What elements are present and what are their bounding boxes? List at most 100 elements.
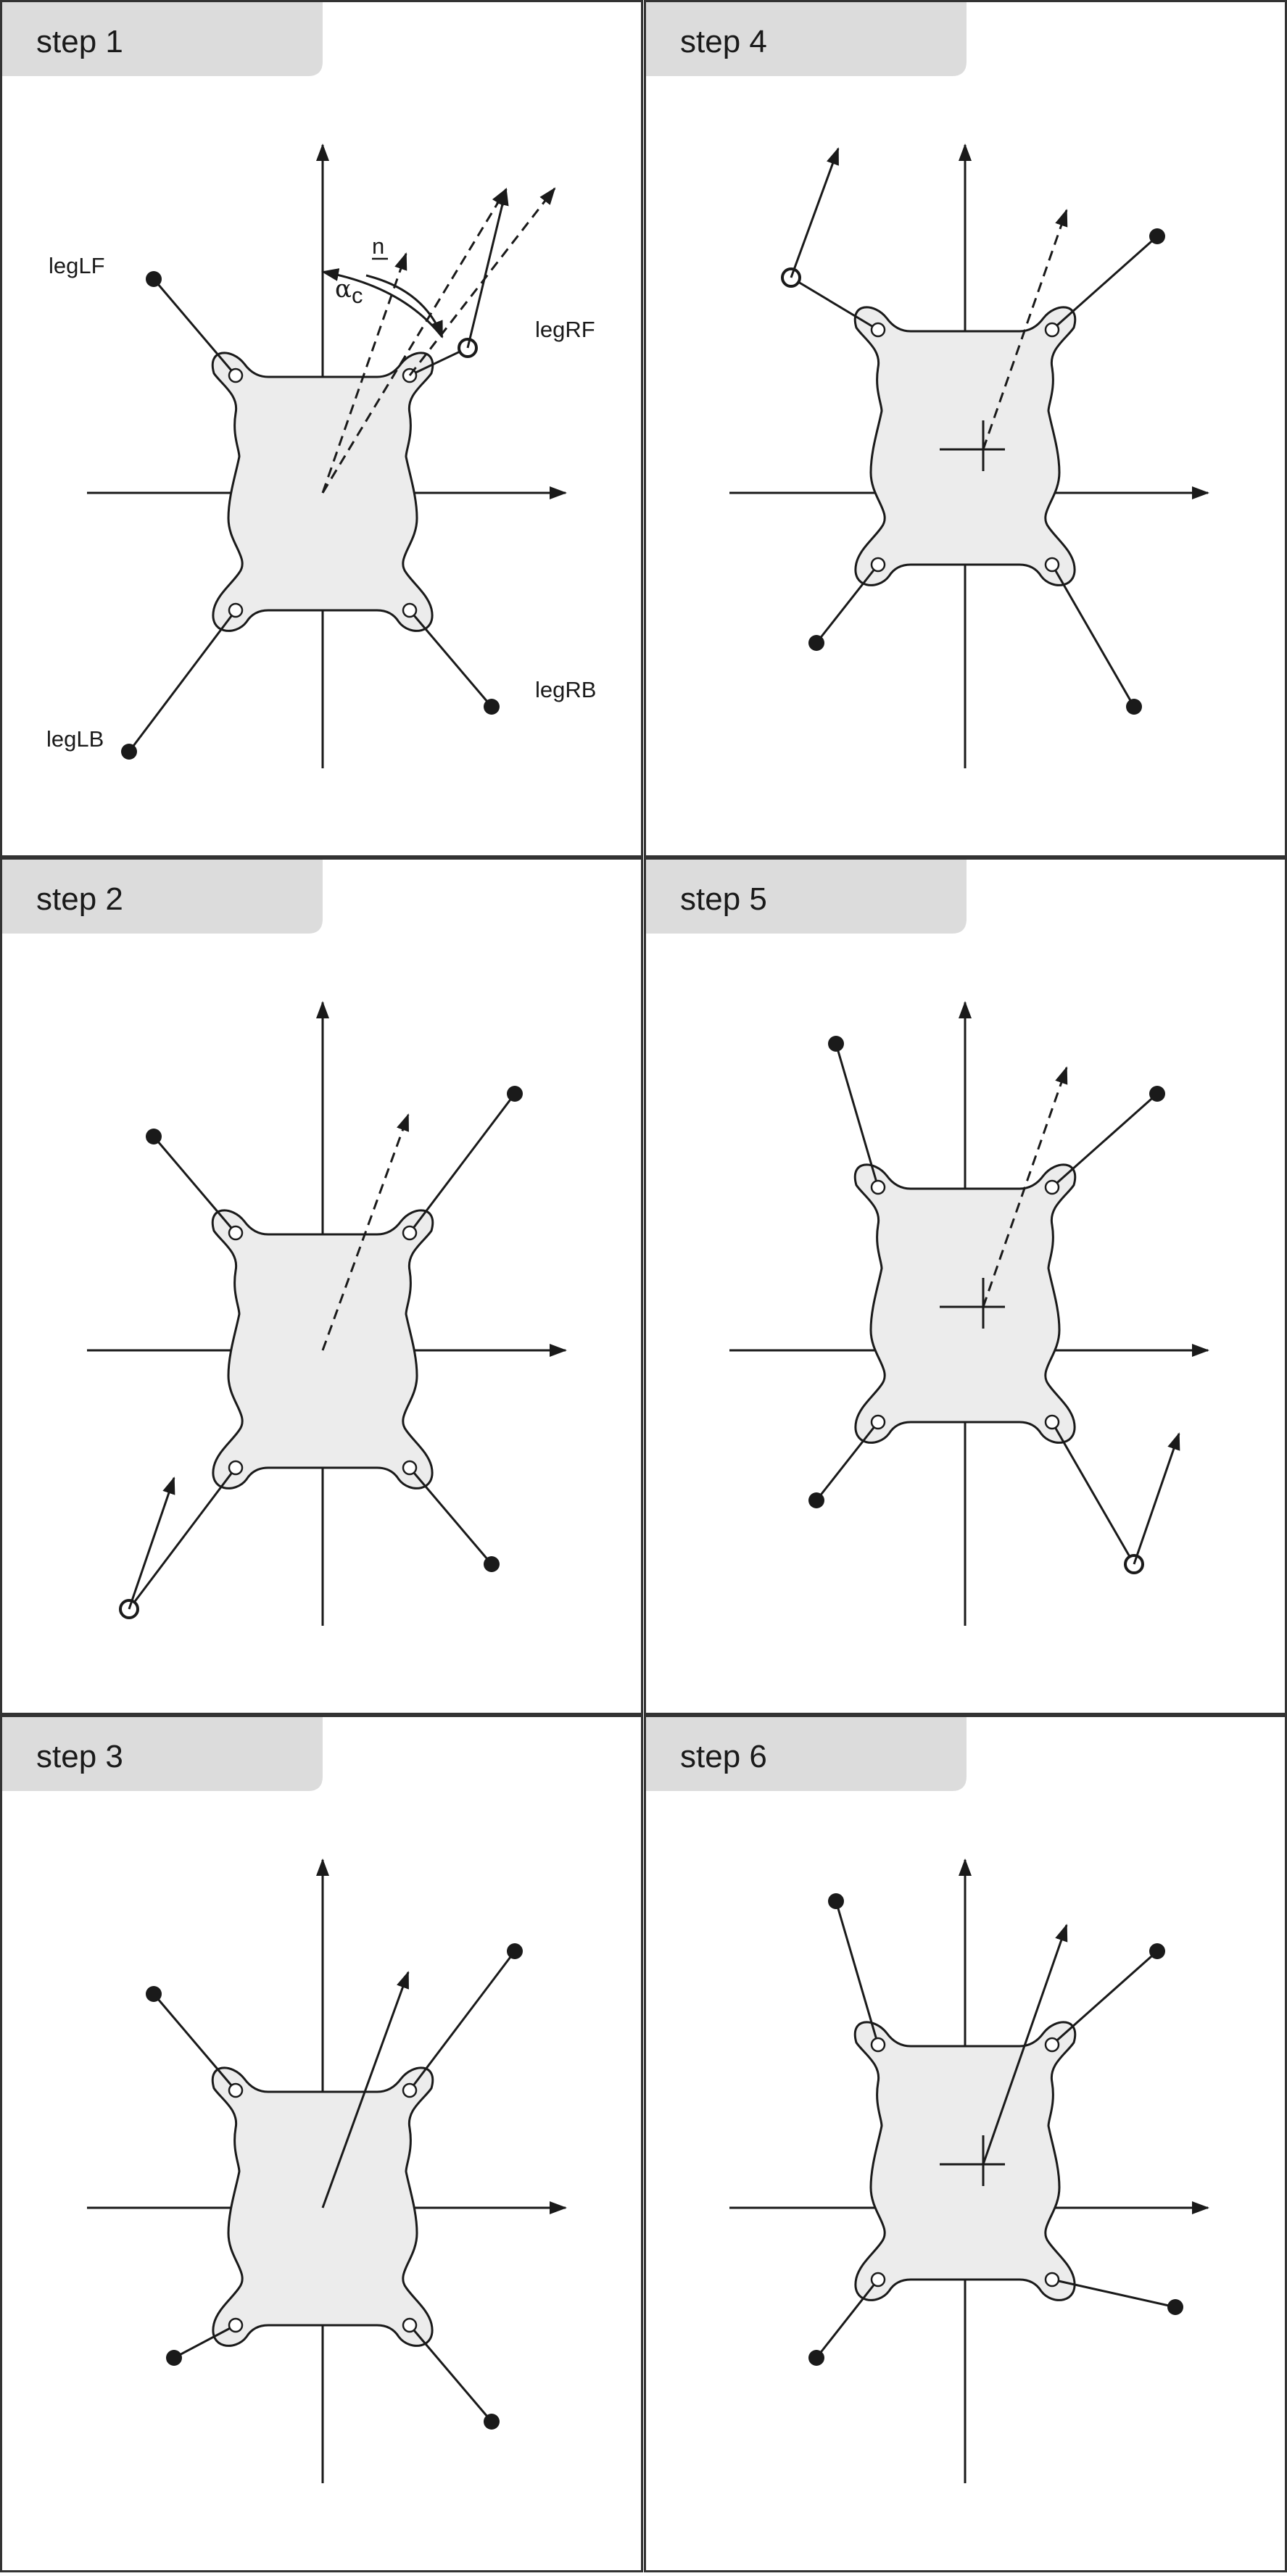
- foot-LB: [808, 2350, 824, 2366]
- heading-dashed-arrow: [982, 209, 1068, 450]
- swing-arrow: [790, 147, 840, 278]
- hip-joint-RF: [1044, 322, 1060, 338]
- step-title: step 4: [680, 24, 767, 59]
- hip-joint-RB: [1044, 2272, 1060, 2288]
- hip-joint-RB: [402, 602, 418, 618]
- hip-joint-LF: [870, 322, 886, 338]
- axes-group: [87, 1001, 567, 1626]
- leg-RB: [408, 610, 493, 707]
- hip-joint-RB: [402, 1460, 418, 1476]
- leg-label-RF: legRF: [535, 317, 595, 342]
- hip-joint-LF: [228, 1225, 244, 1241]
- alpha-subscript: c: [352, 283, 363, 308]
- foot-RB: [1126, 699, 1142, 715]
- robot-body: [853, 2021, 1077, 2301]
- heading-dashed-arrow: [321, 252, 407, 494]
- hip-joint-RB: [1044, 1414, 1060, 1430]
- step-tab: [646, 860, 967, 934]
- foot-LF: [146, 1986, 162, 2002]
- foot-RF: [507, 1943, 523, 1959]
- step-title: step 5: [680, 881, 767, 917]
- heading-arrow: [321, 1971, 410, 2209]
- foot-RB: [1167, 2299, 1183, 2315]
- leg-RF: [409, 346, 468, 377]
- step-tab: [2, 860, 323, 934]
- leg-LF: [152, 1993, 237, 2091]
- heading-dashed-arrow: [408, 187, 556, 376]
- foot-RF: [1149, 228, 1165, 244]
- leg-RB: [1051, 2278, 1176, 2309]
- panel-p3: step 3: [0, 1715, 643, 2572]
- foot-RF: [1149, 1086, 1165, 1102]
- leg-LB: [815, 2279, 880, 2359]
- leg-LF: [152, 1136, 237, 1234]
- hip-joint-LB: [228, 1460, 244, 1476]
- hip-joint-RF: [1044, 1179, 1060, 1195]
- hip-joint-RF: [402, 1225, 418, 1241]
- leg-RB: [1051, 1421, 1135, 1565]
- leg-LF: [835, 1900, 880, 2045]
- robot-body-group: [853, 306, 1077, 586]
- foot-LF: [828, 1036, 844, 1052]
- robot-body: [853, 1163, 1077, 1444]
- step-tab: [2, 2, 323, 76]
- leg-RB: [1051, 564, 1135, 707]
- hip-joint-LF: [870, 2037, 886, 2053]
- foot-RB: [484, 1556, 500, 1572]
- foot-LB: [166, 2350, 182, 2366]
- axes-group: [729, 1858, 1209, 2483]
- step-title: step 1: [36, 24, 123, 59]
- foot-RF: [1149, 1943, 1165, 1959]
- heading-dashed-arrow: [321, 188, 508, 494]
- alpha-label: α: [335, 275, 352, 304]
- leg-label-RB: legRB: [535, 677, 596, 702]
- leg-LB: [128, 1467, 237, 1610]
- foot-RB: [484, 2414, 500, 2430]
- swing-arrow: [1133, 1432, 1180, 1565]
- panel-p5: step 5: [644, 857, 1287, 1715]
- hip-joint-LB: [228, 2317, 244, 2333]
- leg-label-LB: legLB: [46, 726, 104, 752]
- step-tab: [646, 1717, 967, 1791]
- leg-LF: [790, 276, 879, 331]
- step-tab: [646, 2, 967, 76]
- robot-body-group: [853, 1163, 1077, 1444]
- hip-joint-RF: [402, 2082, 418, 2098]
- leg-RF: [1051, 1092, 1158, 1189]
- leg-LF: [835, 1043, 880, 1188]
- hip-joint-LF: [228, 367, 244, 383]
- leg-RF: [408, 1950, 516, 2091]
- panel-p4: step 4: [644, 0, 1287, 857]
- axes-group: [87, 1858, 567, 2483]
- foot-LF: [146, 271, 162, 287]
- hip-joint-LB: [870, 1414, 886, 1430]
- heading-dashed-arrow: [321, 1113, 410, 1351]
- leg-LB: [173, 2324, 236, 2359]
- leg-RB: [408, 2324, 493, 2422]
- step-title: step 6: [680, 1739, 767, 1774]
- swing-arrow: [128, 1476, 175, 1610]
- hip-joint-LF: [870, 1179, 886, 1195]
- axes-group: [729, 1001, 1209, 1626]
- hip-joint-RF: [1044, 2037, 1060, 2053]
- hip-joint-LF: [228, 2082, 244, 2098]
- leg-RF: [1051, 235, 1158, 331]
- alpha-arc-end: [365, 274, 444, 338]
- step-title: step 2: [36, 881, 123, 917]
- hip-joint-RB: [402, 2317, 418, 2333]
- foot-LB: [121, 744, 137, 760]
- heading-arrow: [982, 1924, 1068, 2165]
- panel-p2: step 2: [0, 857, 643, 1715]
- leg-RF: [1051, 1950, 1158, 2046]
- foot-RB: [484, 699, 500, 715]
- hip-joint-LB: [870, 2272, 886, 2288]
- hip-joint-LB: [870, 557, 886, 573]
- leg-LF: [152, 278, 237, 376]
- step-title: step 3: [36, 1739, 123, 1774]
- heading-dashed-arrow: [982, 1066, 1068, 1308]
- foot-RF: [507, 1086, 523, 1102]
- axes-group: [729, 144, 1209, 768]
